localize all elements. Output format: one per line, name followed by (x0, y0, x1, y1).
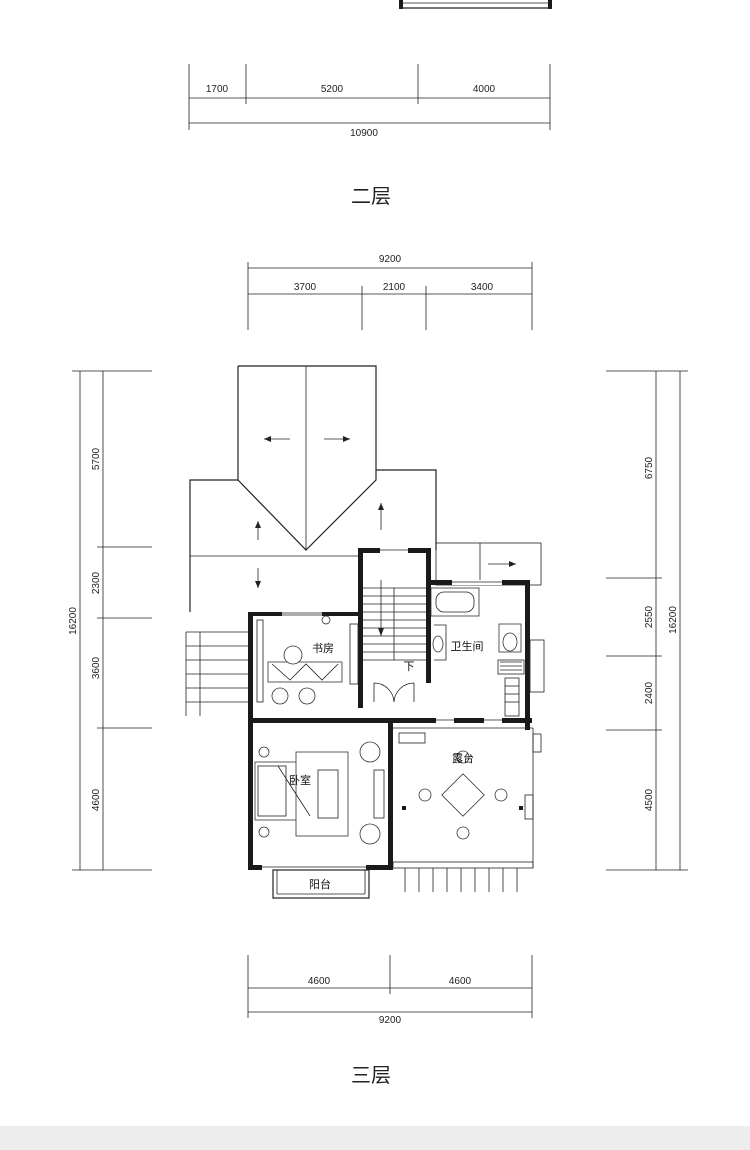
floor3-left-dim-1: 5700 (91, 447, 102, 470)
floor2-dim-total: 10900 (350, 128, 378, 139)
floor2-dim-2: 5200 (321, 84, 344, 95)
floor3-bottom-dimensions: 4600 4600 9200 (247, 955, 533, 1026)
bedroom-furniture: 卧室 (254, 741, 385, 845)
exterior-walls (248, 548, 545, 870)
floor2-dim-1: 1700 (206, 84, 229, 95)
floor3-right-dim-2: 2550 (644, 605, 655, 628)
floor3-top-dimensions: 9200 3700 2100 3400 (247, 254, 533, 330)
staircase: 下 (363, 580, 426, 703)
terrace-furniture: 露台 (398, 732, 523, 840)
study-label: 书房 (312, 642, 334, 655)
floor3-top-total: 9200 (379, 254, 402, 265)
balconies: 阳台 (185, 631, 518, 899)
bedroom-label: 卧室 (289, 773, 311, 787)
floor3-right-dimensions: 6750 2550 2400 4500 16200 (606, 370, 688, 871)
floor3-left-dimensions: 5700 2300 3600 4600 16200 (68, 370, 152, 871)
floor3-bottom-total: 9200 (379, 1015, 402, 1026)
floor3-bottom-dim-2: 4600 (449, 976, 472, 987)
floor3-right-dim-4: 4500 (644, 788, 655, 811)
roof-outline (189, 365, 542, 612)
stair-down-label: 下 (404, 660, 415, 673)
floor3-top-dim-3: 3400 (471, 282, 494, 293)
balcony-label: 阳台 (309, 877, 331, 891)
floor3-right-dim-1: 6750 (644, 456, 655, 479)
study-furniture: 书房 (256, 615, 359, 705)
floor3-bottom-dim-1: 4600 (308, 976, 331, 987)
floor3-left-dim-3: 3600 (91, 656, 102, 679)
footer-band (0, 1126, 750, 1150)
floor3-title: 三层 (351, 1063, 391, 1087)
floor3-top-dim-2: 2100 (383, 282, 406, 293)
floor2-dim-3: 4000 (473, 84, 496, 95)
floor3-right-total: 16200 (668, 606, 679, 634)
bathroom-fixtures: 卫生间 (430, 587, 525, 717)
floor3-top-dim-1: 3700 (294, 282, 317, 293)
floor2-remnant (399, 0, 552, 9)
floor3-right-dim-3: 2400 (644, 681, 655, 704)
floor3-left-total: 16200 (68, 607, 79, 635)
floor3-left-dim-4: 4600 (91, 788, 102, 811)
bathroom-label: 卫生间 (451, 639, 484, 653)
floor2-dimensions: 1700 5200 4000 10900 (188, 64, 551, 139)
floor3-left-dim-2: 2300 (91, 571, 102, 594)
floor2-title: 二层 (351, 184, 391, 208)
terrace-label: 露台 (452, 751, 474, 765)
